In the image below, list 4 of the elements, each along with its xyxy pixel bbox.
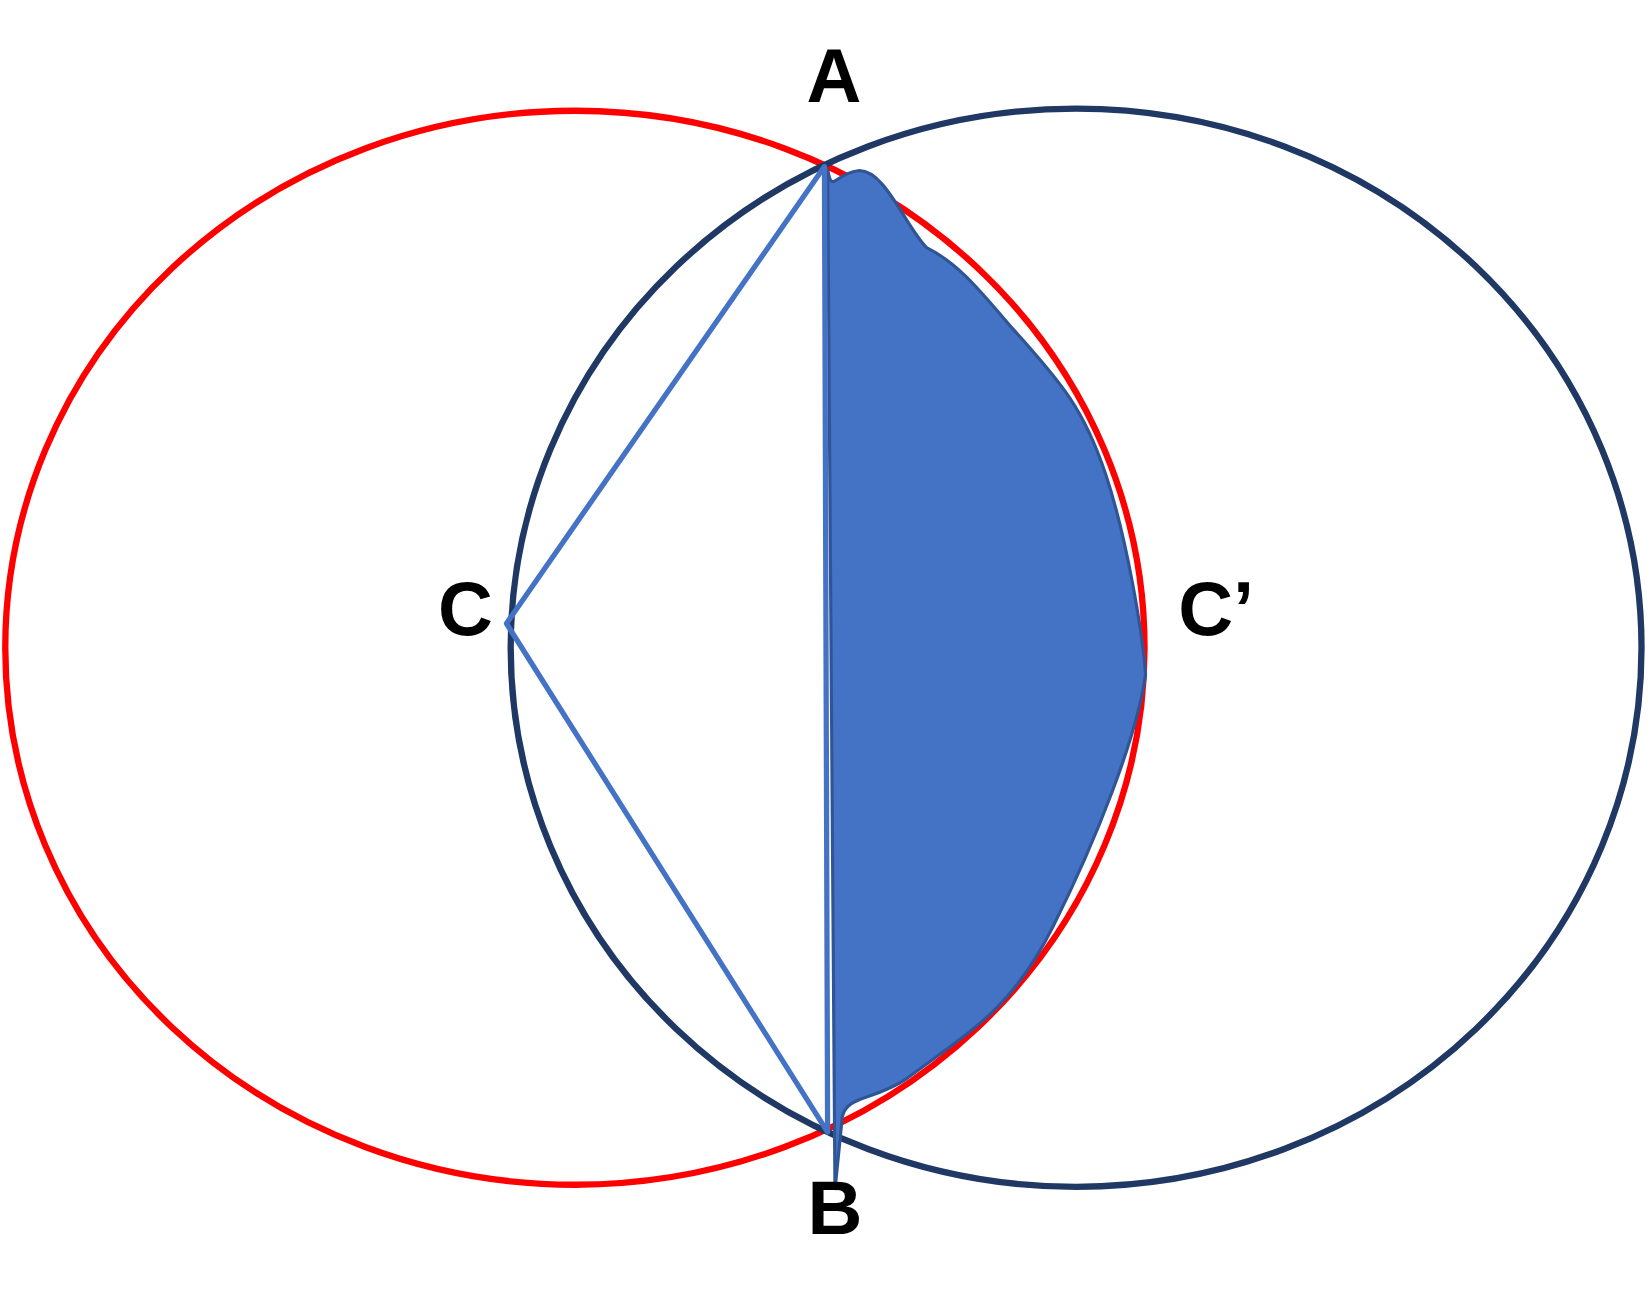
point-label: B <box>807 1169 863 1246</box>
point-label: A <box>806 37 862 114</box>
point-label: C <box>437 570 493 647</box>
point-label: C’ <box>1178 570 1255 647</box>
